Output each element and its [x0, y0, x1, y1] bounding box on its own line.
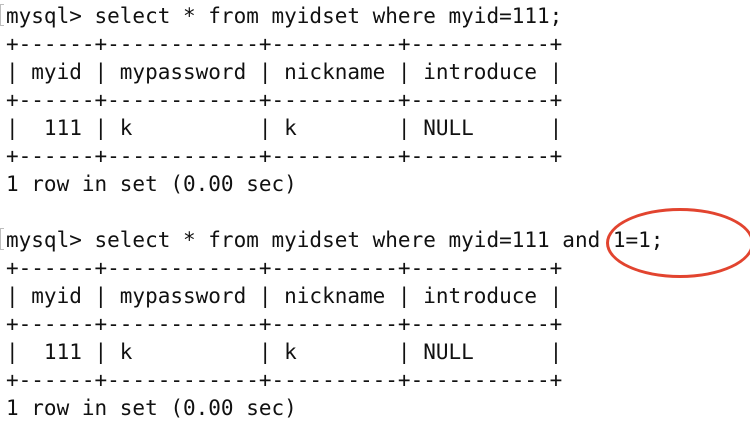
table-border: +------+------------+----------+--------… [6, 88, 563, 112]
table-border: +------+------------+----------+--------… [6, 368, 563, 392]
mysql-prompt: mysql> [6, 228, 82, 252]
table-border: +------+------------+----------+--------… [6, 144, 563, 168]
highlight-ellipse-annotation [606, 208, 750, 278]
command-line-1: mysql> select * from myidset where myid=… [6, 2, 562, 30]
sql-command: select * from myidset where myid=111 and… [81, 228, 664, 252]
table-header-row: | myid | mypassword | nickname | introdu… [6, 60, 563, 84]
table-border: +------+------------+----------+--------… [6, 312, 563, 336]
result-status: 1 row in set (0.00 sec) [6, 396, 297, 420]
table-header-row: | myid | mypassword | nickname | introdu… [6, 284, 563, 308]
cursor-bracket [0, 4, 4, 26]
table-border: +------+------------+----------+--------… [6, 32, 563, 56]
command-line-2: mysql> select * from myidset where myid=… [6, 226, 663, 254]
result-status: 1 row in set (0.00 sec) [6, 172, 297, 196]
table-row: | 111 | k | k | NULL | [6, 116, 563, 140]
table-row: | 111 | k | k | NULL | [6, 340, 563, 364]
cursor-bracket [0, 228, 4, 250]
mysql-prompt: mysql> [6, 4, 82, 28]
sql-command: select * from myidset where myid=111; [81, 4, 563, 28]
table-border: +------+------------+----------+--------… [6, 256, 563, 280]
